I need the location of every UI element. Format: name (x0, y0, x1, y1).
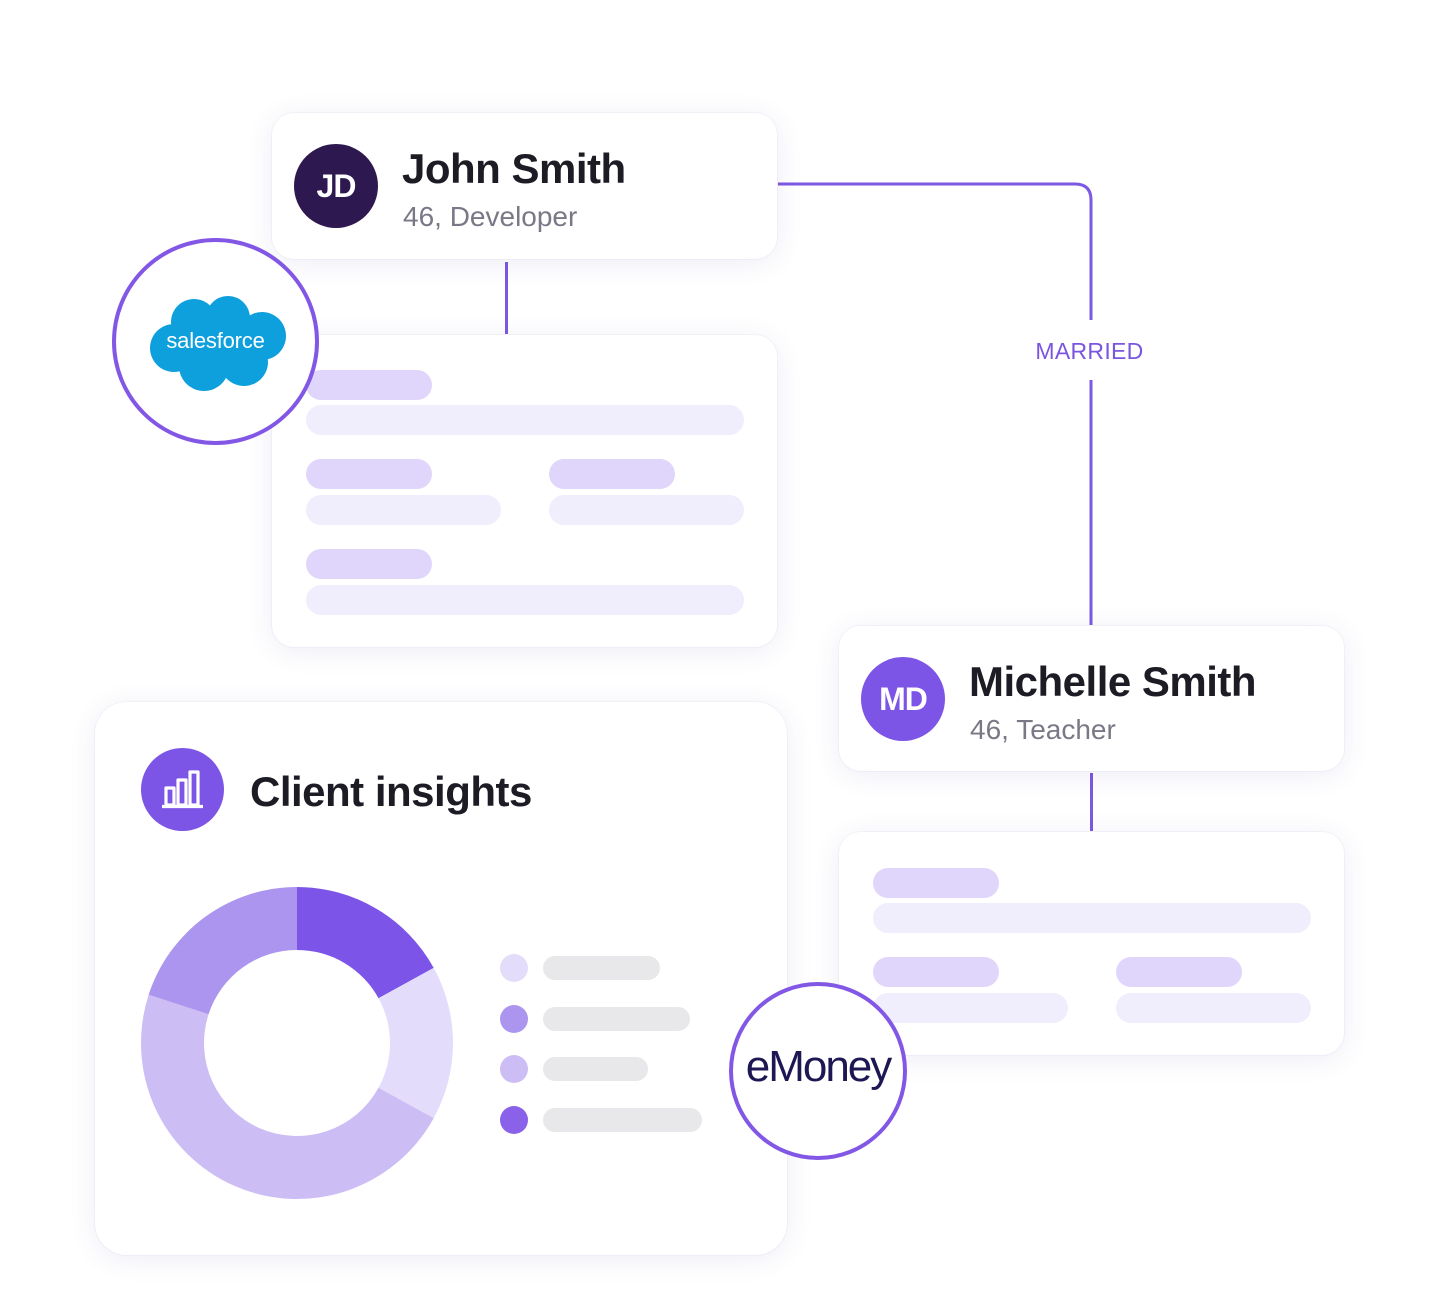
legend-bar (543, 1007, 690, 1031)
michelle-name: Michelle Smith (969, 658, 1257, 705)
placeholder-bar (873, 993, 1068, 1023)
insights-donut-chart (141, 887, 453, 1199)
placeholder-bar (873, 868, 999, 898)
salesforce-cloud-icon (150, 296, 286, 391)
michelle-to-details-connector (1090, 773, 1093, 831)
client-insights-card[interactable]: Client insights (95, 702, 787, 1255)
placeholder-bar (1116, 957, 1242, 987)
placeholder-bar (306, 495, 501, 525)
michelle-smith-card[interactable]: MD Michelle Smith 46, Teacher (839, 626, 1344, 771)
michelle-subtitle: 46, Teacher (970, 714, 1116, 745)
legend-bar (543, 956, 660, 980)
legend-dot (500, 1106, 528, 1134)
married-connector (778, 182, 1093, 625)
donut-segment-1 (297, 887, 434, 999)
legend-dot (500, 1055, 528, 1083)
john-subtitle: 46, Developer (403, 201, 578, 232)
legend-bar (543, 1057, 648, 1081)
placeholder-bar (306, 549, 432, 579)
salesforce-logo: salesforce (112, 238, 319, 445)
placeholder-bar (873, 957, 999, 987)
relationship-label: MARRIED (1035, 338, 1144, 364)
donut-segment-3 (141, 994, 434, 1199)
placeholder-bar (306, 405, 744, 435)
placeholder-bar (306, 585, 744, 615)
john-smith-card[interactable]: JD John Smith 46, Developer (272, 113, 777, 259)
donut-segment-4 (148, 887, 297, 1015)
legend-dot (500, 1005, 528, 1033)
bar-chart-icon (162, 770, 203, 809)
michelle-details-card (839, 832, 1344, 1055)
emoney-wordmark: eMoney (745, 1042, 893, 1091)
john-name: John Smith (402, 145, 626, 192)
salesforce-wordmark: salesforce (166, 328, 265, 353)
michelle-avatar: MD (861, 657, 945, 741)
legend-dot (500, 954, 528, 982)
john-avatar: JD (294, 144, 378, 228)
placeholder-bar (306, 370, 432, 400)
placeholder-bar (549, 459, 675, 489)
placeholder-bar (1116, 993, 1311, 1023)
john-details-card (272, 335, 777, 647)
donut-segment-2 (378, 967, 453, 1119)
emoney-logo: eMoney (729, 982, 907, 1160)
john-to-details-connector (505, 262, 508, 334)
insights-title: Client insights (250, 768, 532, 815)
placeholder-bar (306, 459, 432, 489)
placeholder-bar (873, 903, 1311, 933)
legend-bar (543, 1108, 702, 1132)
insights-icon-badge (141, 748, 224, 831)
placeholder-bar (549, 495, 744, 525)
